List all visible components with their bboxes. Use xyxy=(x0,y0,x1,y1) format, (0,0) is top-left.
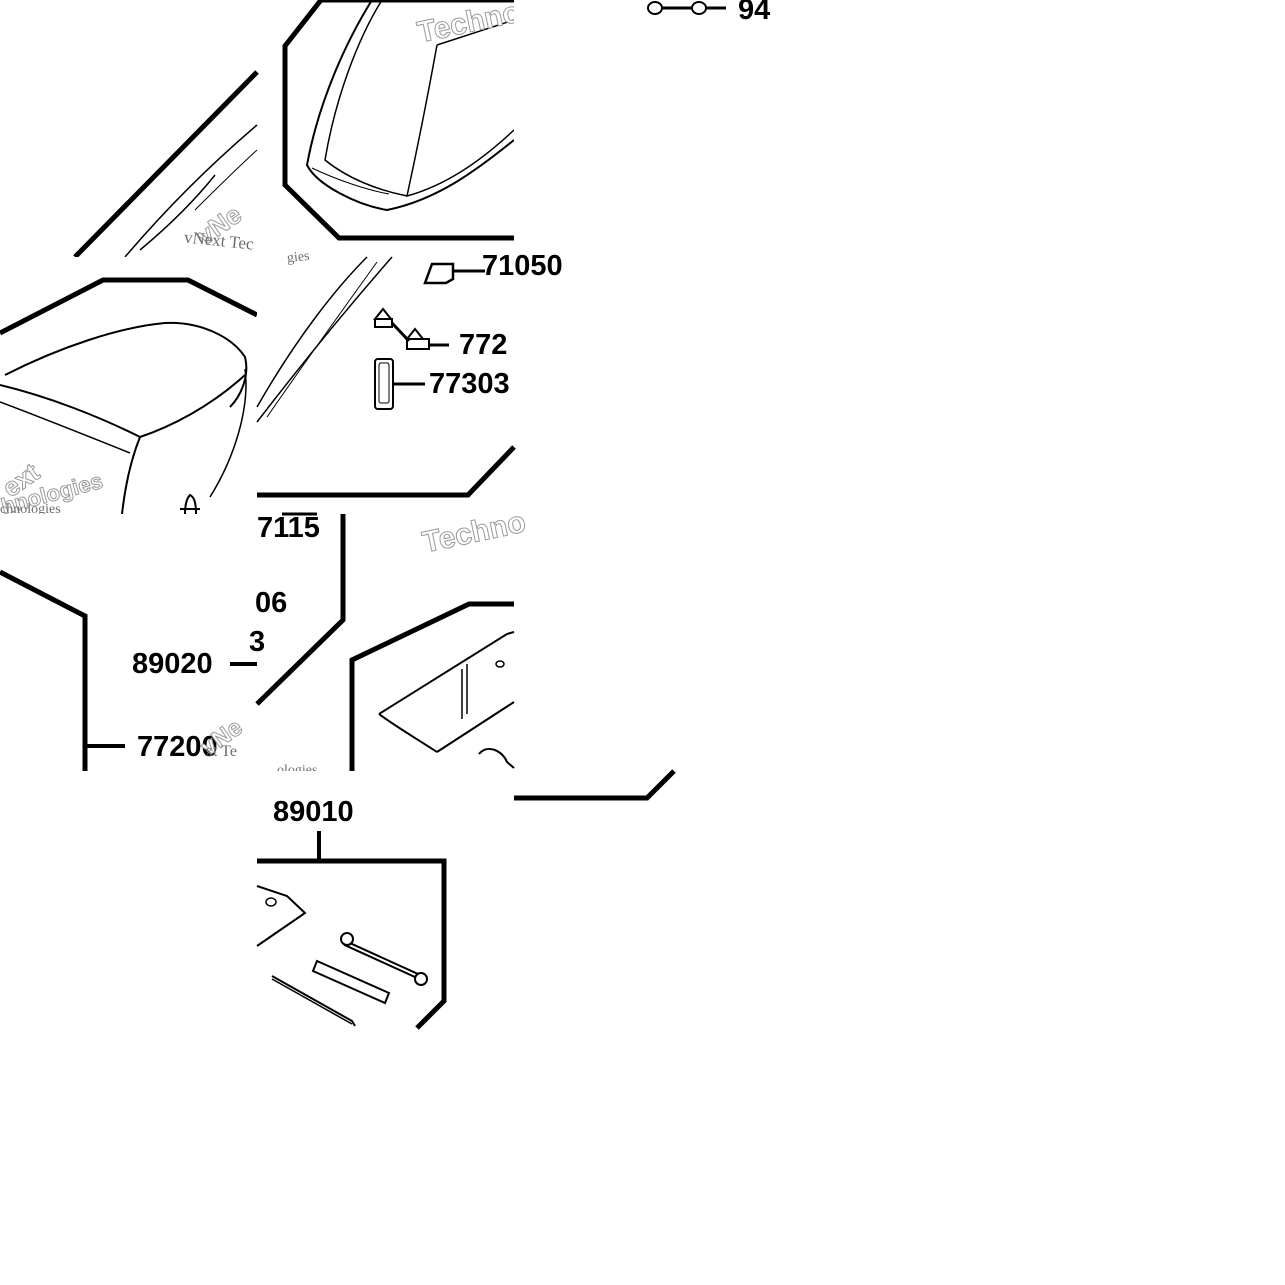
diagram-tile-tray-mid: 7115 06 3 Techno ologies xyxy=(249,505,529,777)
seat-top xyxy=(4,321,248,408)
trunk-lid-outline xyxy=(305,0,515,212)
tray-mid-drawing xyxy=(255,512,515,771)
diagram-tile-frame-fragment xyxy=(514,769,771,1028)
screwdriver-tool-icon xyxy=(271,975,356,1027)
trunk-lid-inner xyxy=(324,0,515,197)
part-number-772: 772 xyxy=(459,329,508,361)
box-spanner-icon xyxy=(311,959,391,1005)
watermark-technologies-plain: chnologies xyxy=(0,502,61,517)
seat-edge-drawing xyxy=(73,70,259,259)
diagram-tile-seat: ext hnologies chnologies xyxy=(0,257,259,520)
part-number-3: 3 xyxy=(249,626,266,658)
part-94-drawing xyxy=(647,1,726,15)
seat-drawing xyxy=(0,277,259,515)
trunk-lid-drawing xyxy=(282,0,515,241)
part-number-89020: 89020 xyxy=(132,648,213,680)
diagram-tile-trunk-lid: Techno xyxy=(257,0,524,257)
trunk-lid-frame xyxy=(282,0,514,241)
tool-pouch-icon xyxy=(256,885,307,947)
seat-frame xyxy=(0,277,259,336)
screwdriver-icon xyxy=(478,747,515,769)
part-number-71050: 71050 xyxy=(482,250,563,282)
tray-left-drawing xyxy=(0,569,257,771)
small-parts-frame xyxy=(257,445,516,498)
diagram-tile-part-94: 94 xyxy=(514,0,771,257)
diagram-tile-small-parts: 71050 772 77303 gies xyxy=(256,249,563,514)
diagram-tile-tool-kit: 89010 xyxy=(256,771,514,1030)
diagram-tile-seat-edge: vNe vNext Tec xyxy=(0,0,259,259)
small-parts-drawing xyxy=(256,256,516,498)
watermark-gies: gies xyxy=(286,248,311,267)
frame-fragment-drawing xyxy=(514,769,676,801)
part-number-06: 06 xyxy=(255,587,288,619)
watermark-brand-2: xt Te xyxy=(205,743,237,760)
diagram-tile-tray-left: 89020 77200 vNe xt Te xyxy=(0,514,257,771)
tool-kit-drawing xyxy=(256,831,447,1030)
part-number-77303: 77303 xyxy=(429,368,510,400)
bracket-772-icon xyxy=(372,307,394,328)
part-number-94: 94 xyxy=(738,0,771,26)
part-number-77200: 77200 xyxy=(137,731,218,763)
part-number-89010: 89010 xyxy=(273,796,354,828)
part-number-7115: 7115 xyxy=(257,512,320,544)
holder-77303-icon xyxy=(374,358,394,410)
clip-71050-icon xyxy=(423,262,455,285)
